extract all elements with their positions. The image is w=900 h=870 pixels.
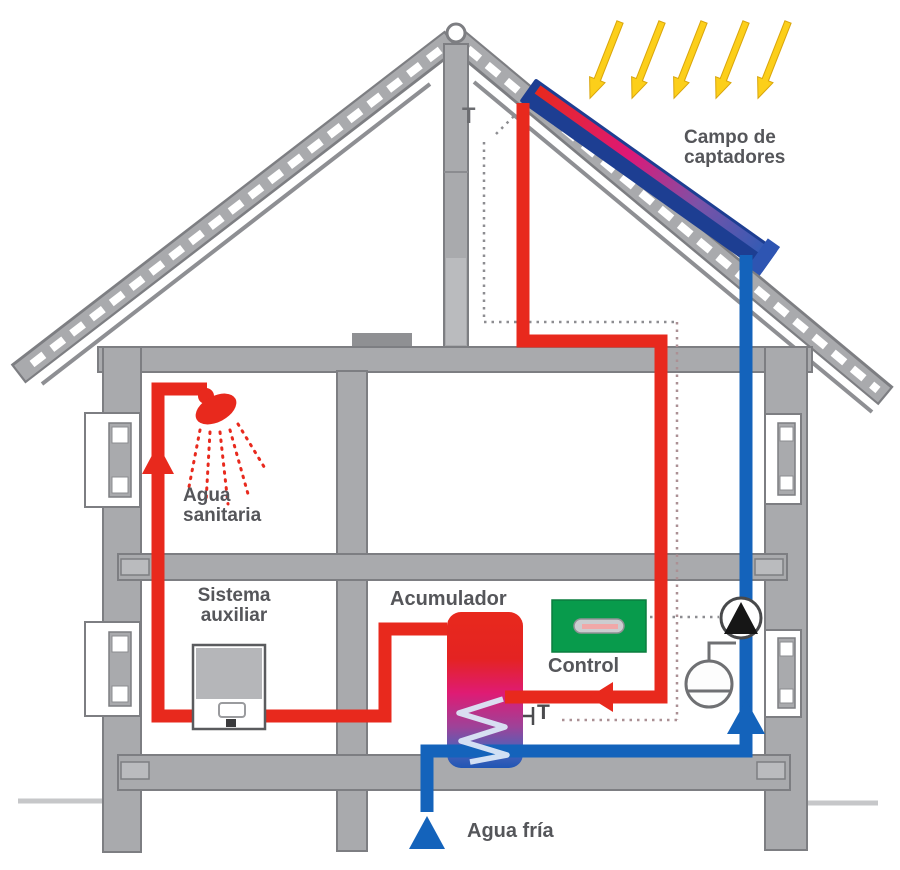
label-sanitary-water: Agua sanitaria [183,485,262,527]
label-cold-water: Agua fría [467,820,554,842]
sun-ray-icon [673,20,708,99]
cold-pipe-circuit [409,255,765,849]
auxiliary-boiler [191,643,267,731]
sun-ray-icon [715,20,750,99]
hot-flow-arrow-up [142,444,174,474]
expansion-vessel-icon [684,641,736,709]
sensor-wire-collector [482,112,677,324]
window-right-upper [764,413,802,505]
tank-sensor-link [523,707,535,725]
mid-floor-beam [117,553,788,581]
cold-water-inlet-arrow [409,816,445,849]
window-left-upper [84,412,141,508]
shower-icon [195,388,237,425]
ceiling-beam [97,346,813,373]
window-right-lower [764,629,802,718]
heat-exchanger-coil [456,696,510,765]
pump-icon [719,596,763,640]
solar-collector [520,79,781,276]
hot-pipe-collector-supply [505,103,668,712]
label-auxiliary-system: Sistema auxiliar [197,585,271,627]
sun-rays [589,20,792,99]
chimney-mast [443,43,469,348]
cold-flow-arrow-up [727,700,765,734]
hot-flow-arrow-left [589,682,613,712]
shower-spray [186,422,268,506]
hot-pipe-domestic [142,382,447,723]
roof-left-slope [10,30,460,386]
window-left-lower [84,621,141,717]
label-control: Control [548,655,620,677]
sun-ray-icon [631,20,666,99]
control-box [551,599,647,653]
label-sensor-collector: T [462,103,476,128]
roof-apex-finial [445,22,467,44]
label-sensor-tank: T [537,701,550,724]
label-collector-field: Campo de captadores [684,127,786,169]
label-accumulator: Acumulador [390,588,507,610]
attic-block [352,333,412,348]
sensor-wire-tank [562,322,679,722]
sun-ray-icon [589,20,624,99]
sun-ray-icon [757,20,792,99]
